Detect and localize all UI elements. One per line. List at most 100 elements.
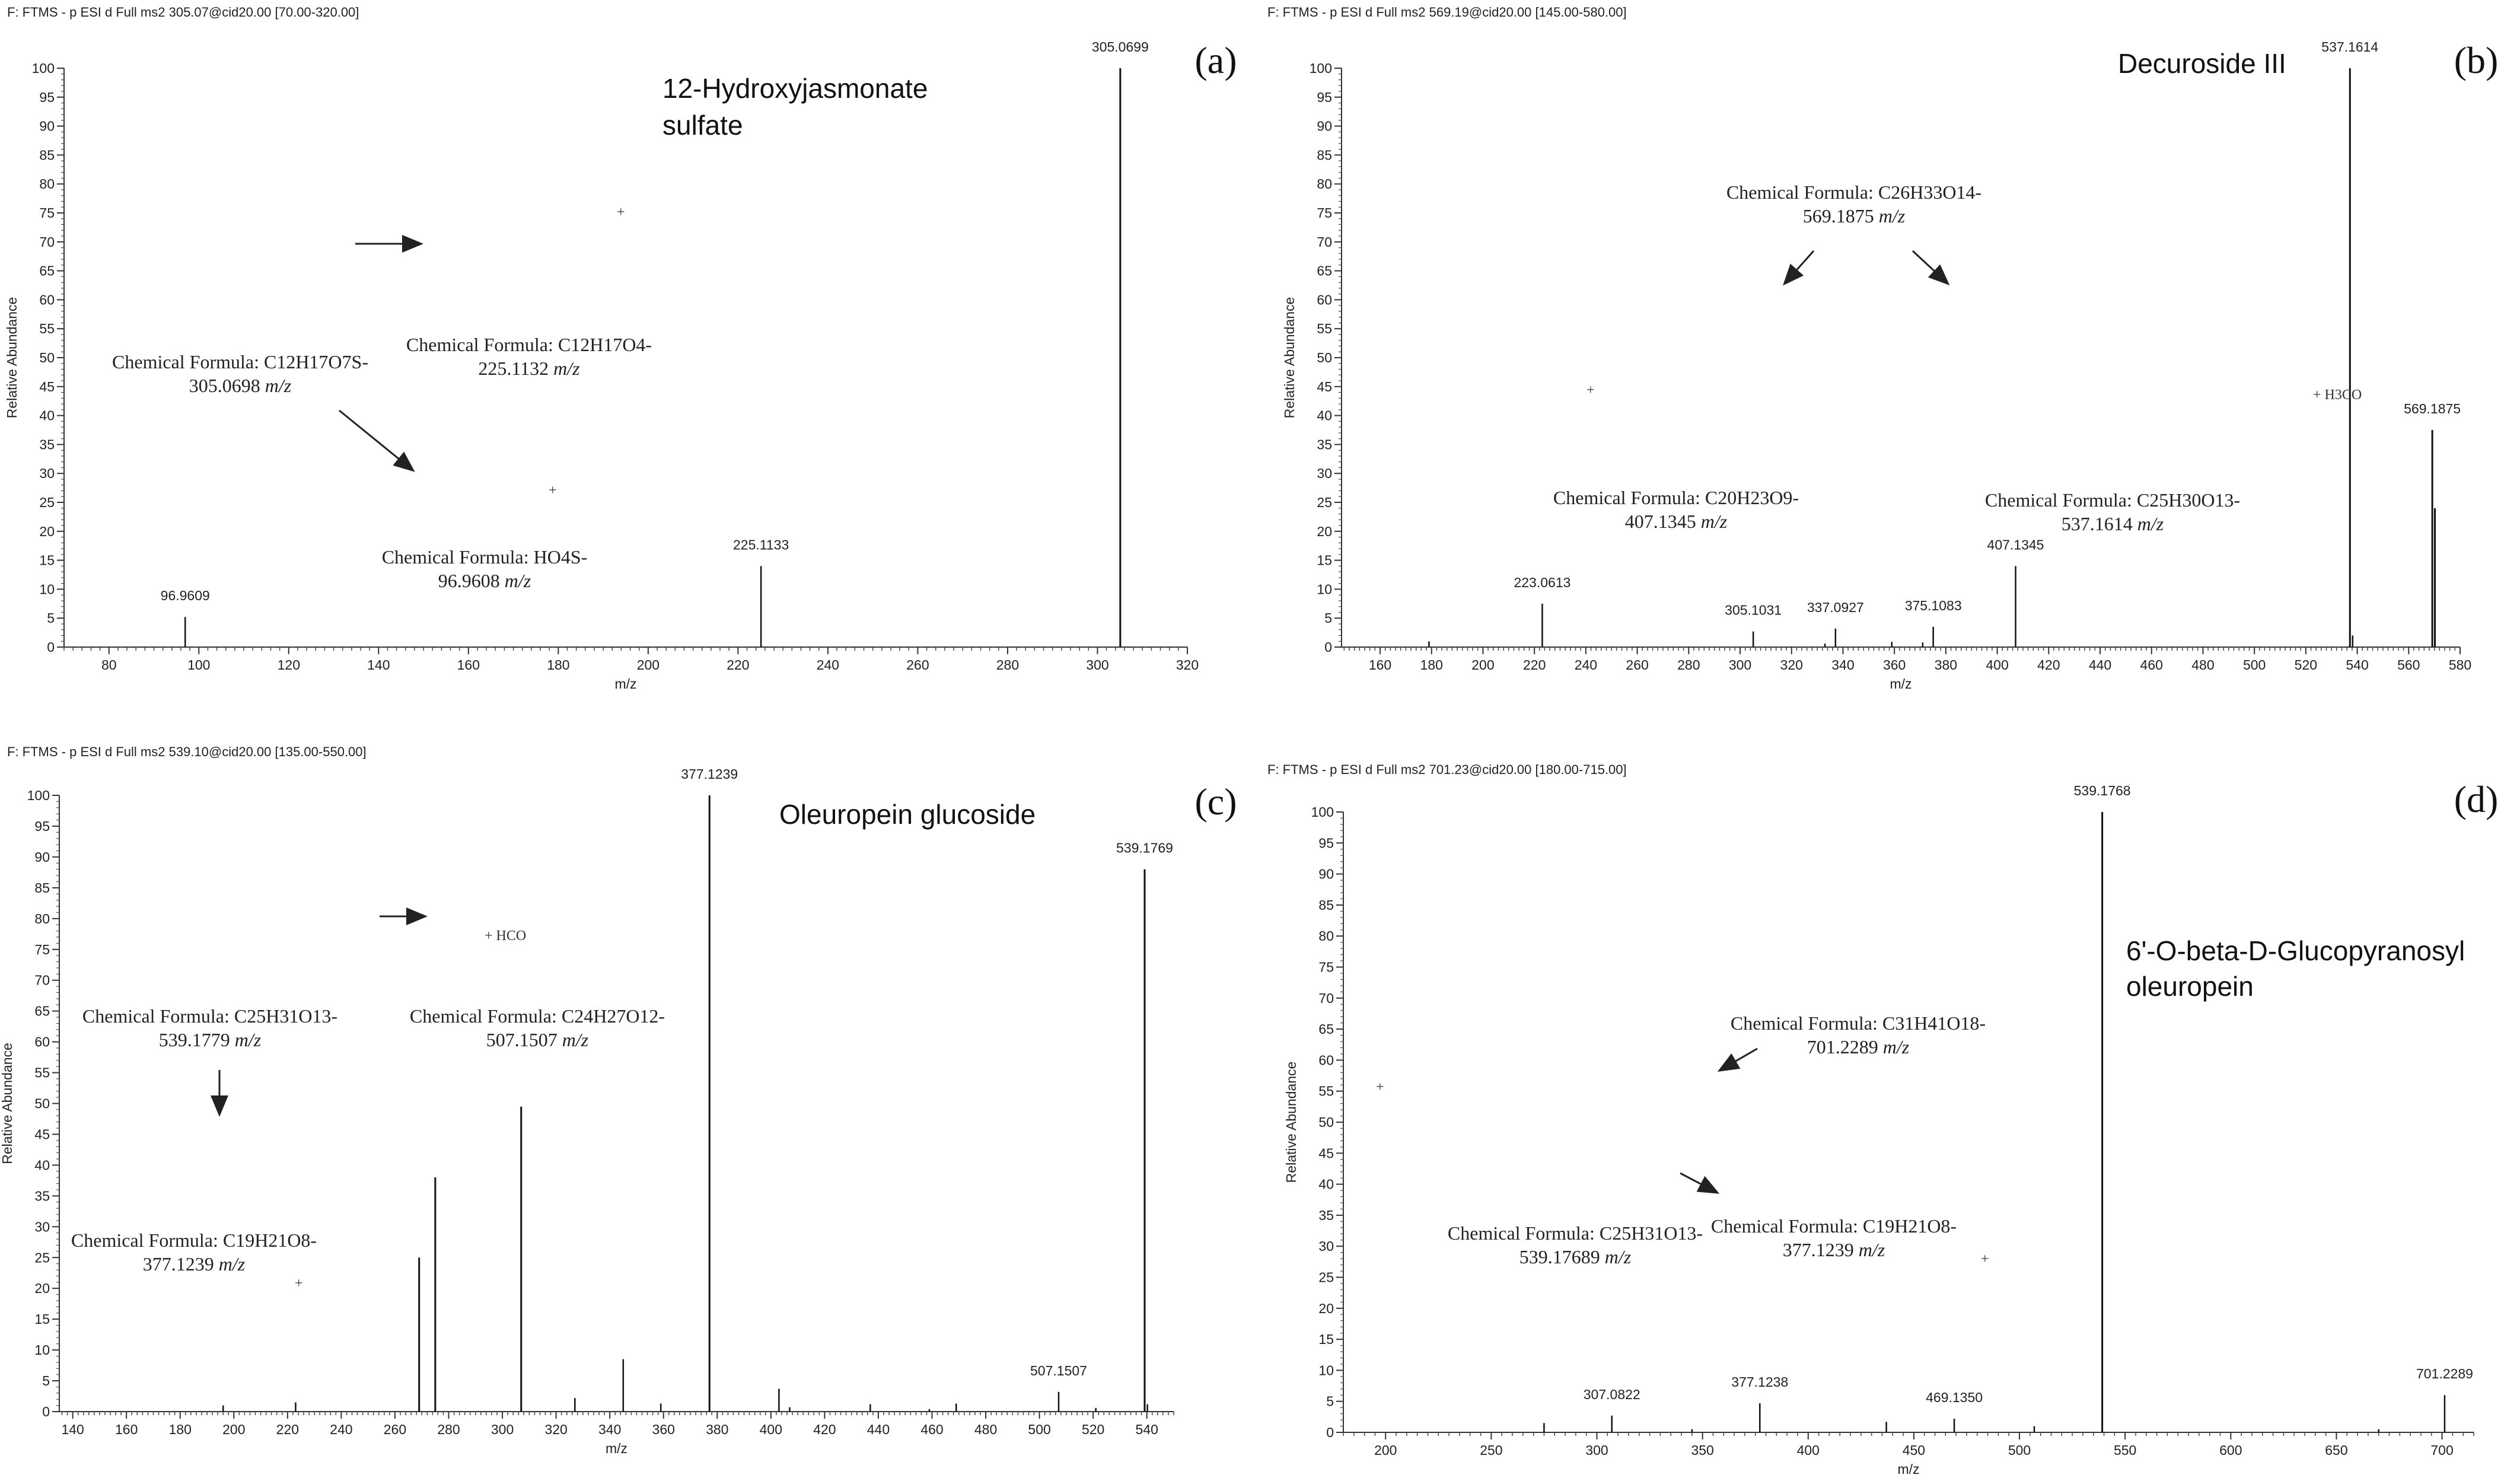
y-tick-label: 55: [34, 1065, 50, 1081]
y-tick-label: 80: [34, 911, 50, 926]
x-axis-label: m/z: [1890, 676, 1911, 692]
peak-label: 537.1614: [2321, 39, 2378, 55]
peak-label: 223.0613: [1514, 575, 1570, 590]
y-axis-label: Relative Abundance: [1283, 1062, 1299, 1183]
x-tick-label: 160: [1369, 657, 1391, 673]
mass-unit: m/z: [1859, 1239, 1885, 1260]
y-tick-label: 90: [1317, 119, 1332, 134]
x-tick-label: 600: [2219, 1442, 2242, 1458]
y-tick-label: 90: [1318, 867, 1334, 882]
y-tick-label: 60: [34, 1034, 50, 1050]
x-tick-label: 400: [1986, 657, 2008, 673]
y-tick-label: 30: [39, 466, 55, 481]
spectrum-panel-d: F: FTMS - p ESI d Full ms2 701.23@cid20.…: [1267, 762, 2498, 1477]
x-tick-label: 300: [1086, 657, 1108, 673]
fragmentation-arrow: [1680, 1172, 1720, 1194]
x-tick-label: 180: [169, 1422, 192, 1437]
y-tick-label: 40: [1317, 408, 1332, 423]
y-tick-label: 95: [34, 818, 50, 834]
y-tick-label: 15: [39, 553, 55, 568]
y-tick-label: 80: [1317, 176, 1332, 192]
y-tick-label: 50: [1318, 1114, 1334, 1130]
y-tick-label: 20: [1317, 524, 1332, 539]
y-tick-label: 15: [1317, 553, 1332, 568]
y-tick-label: 75: [1317, 205, 1332, 221]
y-tick-label: 70: [39, 234, 55, 250]
x-tick-label: 480: [974, 1422, 997, 1437]
x-tick-label: 260: [1626, 657, 1648, 673]
y-tick-label: 90: [34, 849, 50, 865]
x-tick-label: 520: [2295, 657, 2317, 673]
x-tick-label: 280: [996, 657, 1019, 673]
x-tick-label: 320: [544, 1422, 567, 1437]
mass-unit: m/z: [2137, 513, 2164, 534]
y-tick-label: 5: [1326, 1394, 1334, 1409]
plus-sign: +: [1586, 383, 1595, 398]
compound-name: Decuroside III: [2118, 48, 2286, 79]
x-tick-label: 540: [2346, 657, 2368, 673]
scan-header: F: FTMS - p ESI d Full ms2 569.19@cid20.…: [1267, 5, 1627, 20]
fragmentation-arrow: [1911, 250, 1950, 286]
x-tick-label: 500: [1028, 1422, 1050, 1437]
mass-unit: m/z: [505, 570, 531, 591]
y-tick-label: 40: [34, 1157, 50, 1173]
y-tick-label: 90: [39, 119, 55, 134]
peak-label: 569.1875: [2404, 401, 2461, 416]
y-tick-label: 40: [39, 408, 55, 423]
x-tick-label: 400: [760, 1422, 782, 1437]
x-tick-label: 160: [457, 657, 480, 673]
x-tick-label: 120: [278, 657, 300, 673]
x-tick-label: 260: [906, 657, 929, 673]
x-tick-label: 480: [2191, 657, 2214, 673]
x-tick-label: 520: [1082, 1422, 1104, 1437]
x-tick-label: 140: [61, 1422, 84, 1437]
peak-label: 407.1345: [1987, 537, 2044, 552]
x-tick-label: 440: [867, 1422, 890, 1437]
y-tick-label: 50: [39, 350, 55, 365]
y-tick-label: 60: [1318, 1052, 1334, 1068]
x-axis-label: m/z: [606, 1441, 627, 1456]
y-tick-label: 80: [39, 176, 55, 192]
y-tick-label: 0: [42, 1404, 50, 1419]
mass-value: 569.1875: [1803, 205, 1874, 227]
plus-sign: +: [295, 1276, 303, 1291]
fragmentation-arrow: [1717, 1047, 1758, 1072]
x-tick-label: 260: [384, 1422, 406, 1437]
y-tick-label: 95: [1318, 835, 1334, 851]
x-tick-label: 440: [2089, 657, 2111, 673]
y-tick-label: 35: [39, 437, 55, 452]
y-tick-label: 5: [42, 1373, 50, 1388]
mass-value: 407.1345: [1625, 511, 1696, 532]
y-tick-label: 50: [1317, 350, 1332, 365]
x-tick-label: 200: [1374, 1442, 1397, 1458]
mass-unit: m/z: [1605, 1246, 1632, 1267]
y-tick-label: 85: [1318, 897, 1334, 913]
peak-label: 96.9609: [161, 588, 210, 603]
x-tick-label: 560: [2397, 657, 2420, 673]
peak-label: 307.0822: [1584, 1387, 1640, 1402]
y-tick-label: 25: [34, 1250, 50, 1265]
x-tick-label: 220: [1523, 657, 1546, 673]
mass-value: 305.0698: [189, 375, 260, 396]
x-tick-label: 380: [706, 1422, 728, 1437]
x-tick-label: 360: [1883, 657, 1906, 673]
chemical-formula: Chemical Formula: C25H30O13-: [1985, 489, 2240, 511]
chemical-formula: Chemical Formula: C31H41O18-: [1731, 1012, 1986, 1034]
compound-name: 12-Hydroxyjasmonate: [662, 73, 928, 104]
y-tick-label: 60: [39, 292, 55, 307]
peak-label: 337.0927: [1807, 600, 1864, 615]
mass-value: 537.1614: [2062, 513, 2133, 534]
x-axis-label: m/z: [614, 676, 636, 692]
panel-letter: (a): [1194, 39, 1237, 81]
y-tick-label: 75: [39, 205, 55, 221]
peak-label: 377.1239: [681, 766, 738, 782]
peak-label: 701.2289: [2416, 1366, 2473, 1381]
peak-label: 377.1238: [1731, 1374, 1788, 1390]
compound-name: Oleuropein glucoside: [779, 799, 1036, 830]
mass-value: 701.2289: [1807, 1036, 1878, 1058]
